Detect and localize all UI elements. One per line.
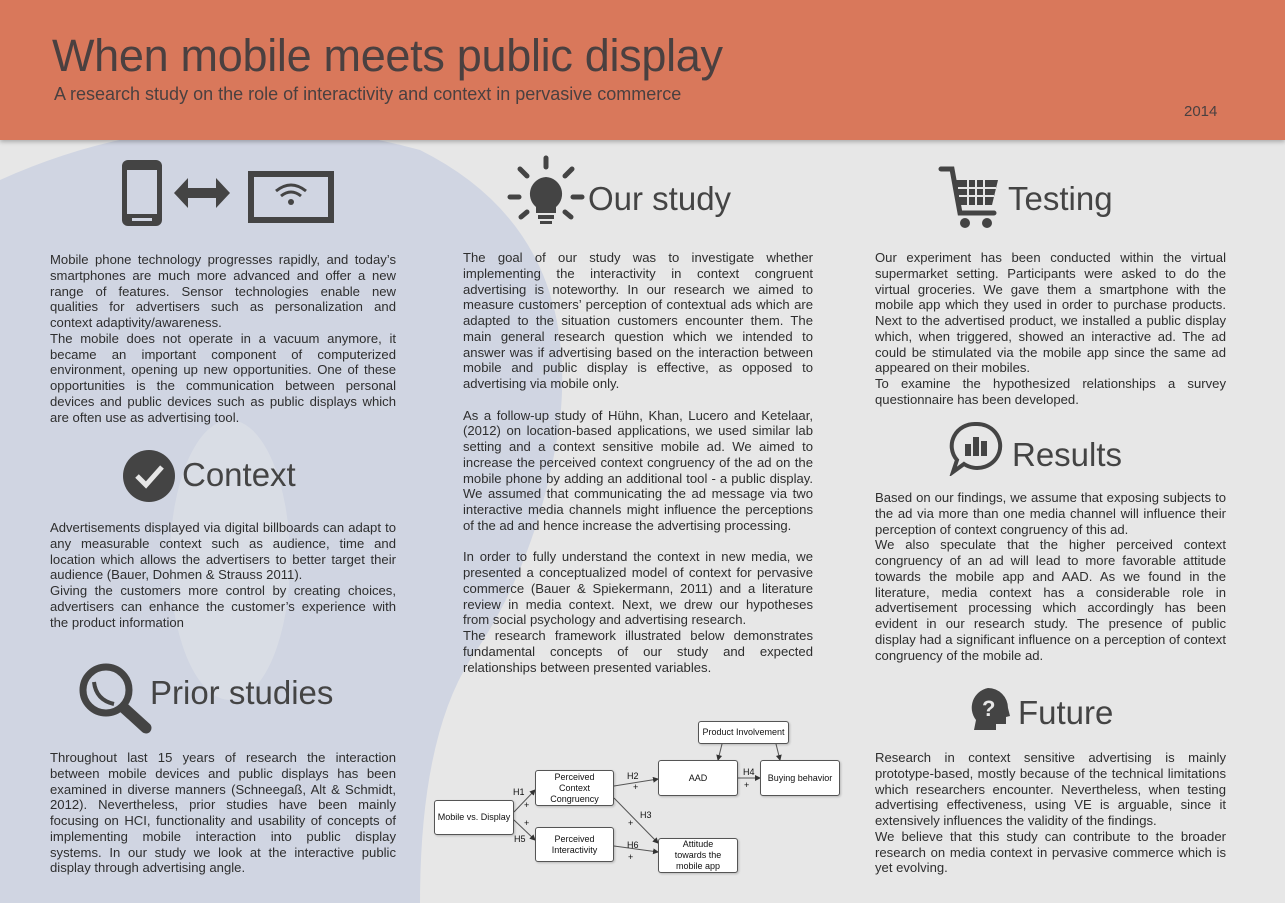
lightbulb-icon xyxy=(507,155,585,224)
our-study-heading: Our study xyxy=(588,180,732,217)
prior-studies-text: Throughout last 15 years of research the… xyxy=(50,750,396,876)
context-paragraph: Advertisements displayed via digital bil… xyxy=(50,520,396,583)
poster-subtitle: A research study on the role of interact… xyxy=(54,84,682,104)
testing-heading: Testing xyxy=(1008,180,1113,217)
testing-paragraph: To examine the hypothesized relationship… xyxy=(875,376,1226,407)
node-aad: AAD xyxy=(658,760,738,796)
context-text: Advertisements displayed via digital bil… xyxy=(50,520,396,630)
label-plus: + xyxy=(628,852,634,862)
label-h1: H1 xyxy=(513,787,525,797)
intro-text: Mobile phone technology progresses rapid… xyxy=(50,252,396,425)
testing-paragraph: Our experiment has been conducted within… xyxy=(875,250,1226,376)
future-text: Research in context sensitive advertisin… xyxy=(875,750,1226,876)
label-h4: H4 xyxy=(743,767,755,777)
label-plus: + xyxy=(744,780,750,790)
results-paragraph: Based on our findings, we assume that ex… xyxy=(875,490,1226,537)
study-paragraph: In order to fully understand the context… xyxy=(463,549,813,628)
label-h5: H5 xyxy=(514,834,526,844)
label-plus: + xyxy=(633,782,639,792)
label-plus: + xyxy=(524,800,530,810)
node-product-involvement: Product Involvement xyxy=(698,721,789,744)
label-plus: + xyxy=(628,818,634,828)
node-mobile-vs-display: Mobile vs. Display xyxy=(434,800,514,835)
future-paragraph: We believe that this study can contribut… xyxy=(875,828,1226,876)
chat-bar-chart-icon xyxy=(949,421,1003,476)
context-paragraph: Giving the customers more control by cre… xyxy=(50,583,396,630)
results-heading: Results xyxy=(1012,436,1123,473)
checkmark-icon xyxy=(123,450,175,502)
future-paragraph: Research in context sensitive advertisin… xyxy=(875,750,1226,828)
shopping-cart-icon xyxy=(938,166,998,228)
future-heading: Future xyxy=(1018,694,1114,731)
mobile-to-display-icon xyxy=(122,160,334,226)
results-text: Based on our findings, we assume that ex… xyxy=(875,490,1226,663)
results-paragraph: We also speculate that the higher percei… xyxy=(875,537,1226,663)
question-head-icon: ? xyxy=(971,688,1010,730)
label-h3: H3 xyxy=(640,810,652,820)
testing-text: Our experiment has been conducted within… xyxy=(875,250,1226,408)
study-text: The goal of our study was to investigate… xyxy=(463,250,813,675)
study-paragraph: The research framework illustrated below… xyxy=(463,628,813,675)
svg-text:?: ? xyxy=(982,696,995,721)
node-attitude-mobile-app: Attitude towards the mobile app xyxy=(658,838,738,873)
prior-studies-heading: Prior studies xyxy=(150,674,334,711)
context-heading: Context xyxy=(182,456,296,493)
poster-title: When mobile meets public display xyxy=(52,30,723,81)
intro-paragraph: The mobile does not operate in a vacuum … xyxy=(50,330,396,425)
study-paragraph: As a follow-up study of Hühn, Khan, Luce… xyxy=(463,407,813,533)
label-plus: + xyxy=(524,818,530,828)
prior-paragraph: Throughout last 15 years of research the… xyxy=(50,750,396,876)
label-h6: H6 xyxy=(627,840,639,850)
study-paragraph: The goal of our study was to investigate… xyxy=(463,250,813,391)
magnifier-icon xyxy=(79,663,152,734)
node-perceived-context-congruency: Perceived Context Congruency xyxy=(535,770,614,806)
intro-paragraph: Mobile phone technology progresses rapid… xyxy=(50,252,396,330)
poster-year: 2014 xyxy=(1184,103,1218,120)
label-h2: H2 xyxy=(627,771,639,781)
poster-header: When mobile meets public display A resea… xyxy=(0,0,1285,140)
node-buying-behavior: Buying behavior xyxy=(760,760,840,796)
node-perceived-interactivity: Perceived Interactivity xyxy=(535,827,614,862)
